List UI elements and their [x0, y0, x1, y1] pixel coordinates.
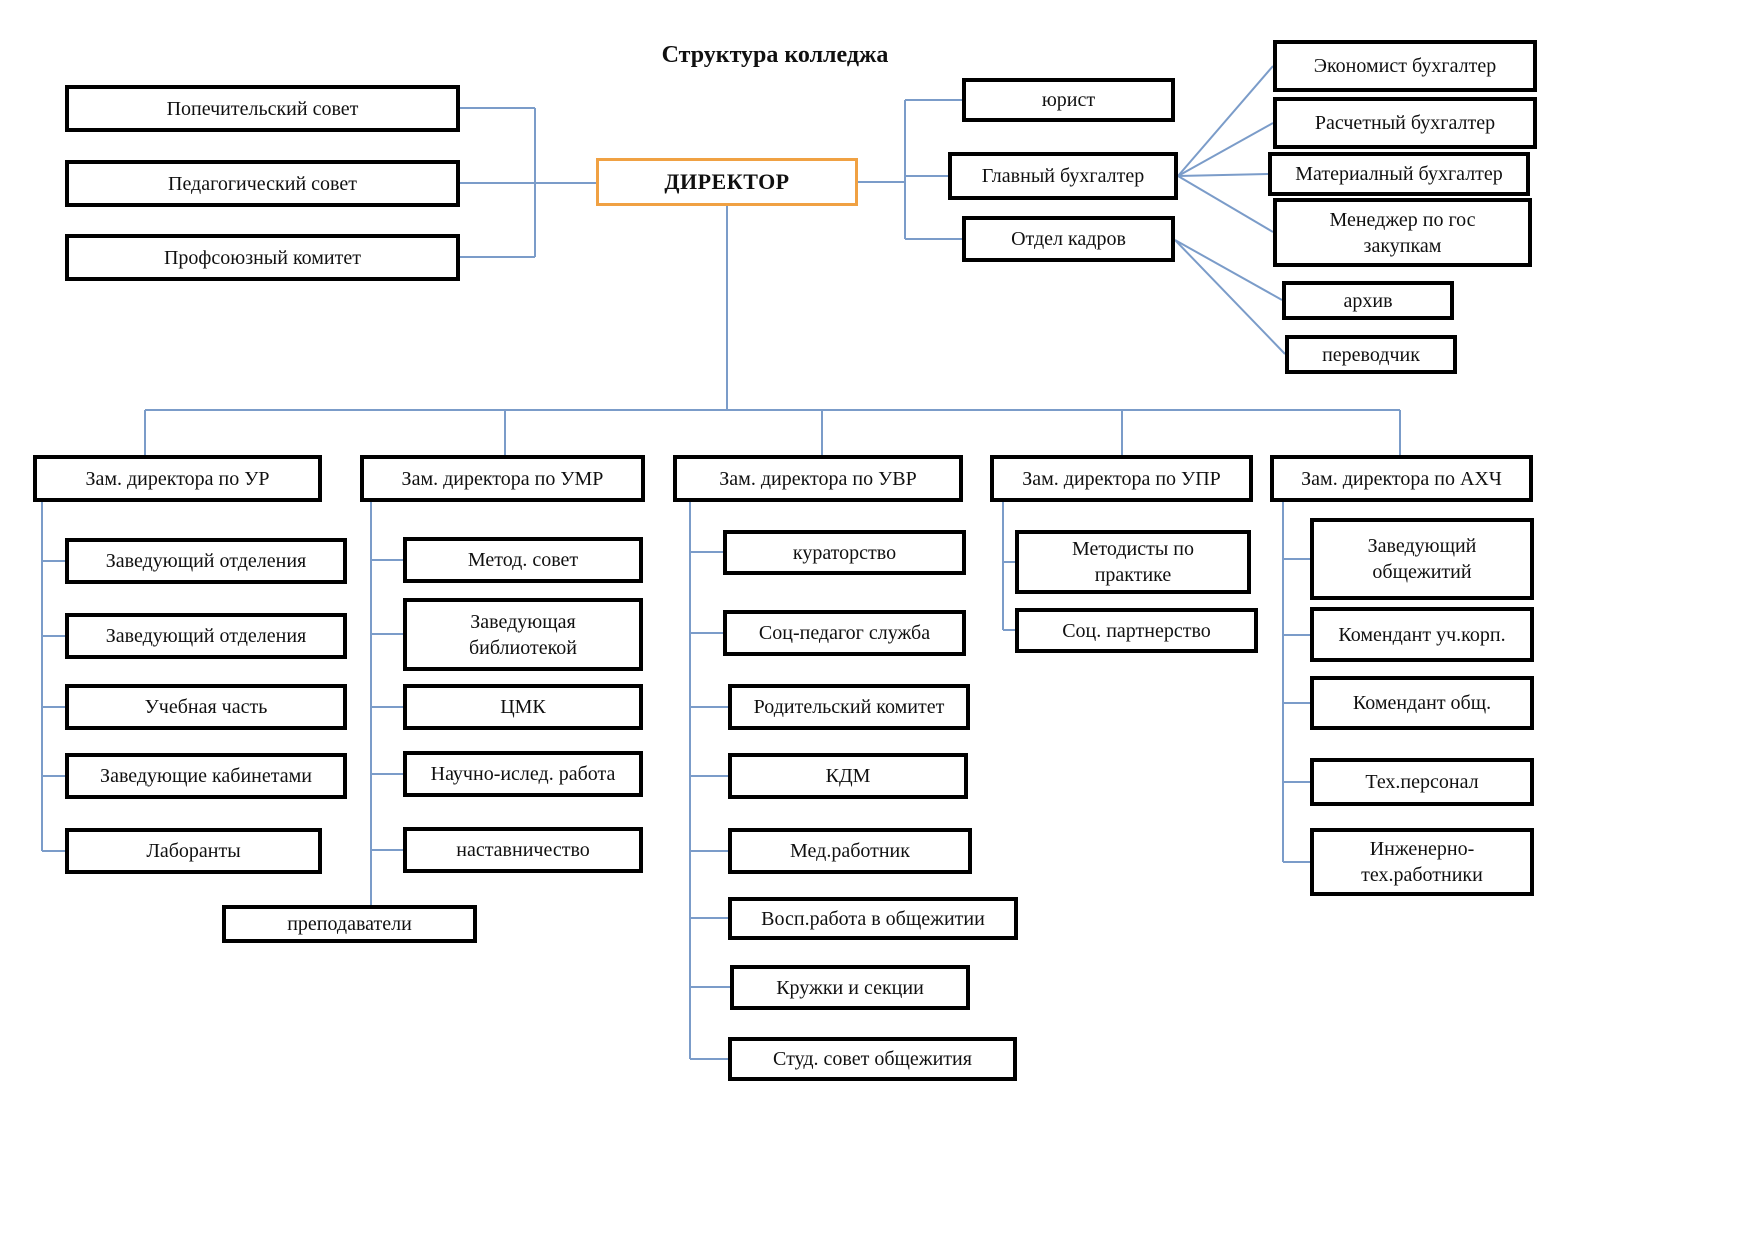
column-ur-connectors — [41, 502, 65, 852]
umr-library-head: Заведующая библиотекой — [403, 598, 643, 671]
umr-method-council: Метод. совет — [403, 537, 643, 583]
uvr-dorm-education-work: Восп.работа в общежитии — [728, 897, 1018, 940]
director-staff-connectors — [858, 99, 962, 240]
ur-study-office: Учебная часть — [65, 684, 347, 730]
councils-connectors — [460, 107, 596, 258]
ur-dept-head-1: Заведующий отделения — [65, 538, 347, 584]
uvr-curatorship: кураторство — [723, 530, 966, 575]
ahch-building-commandant: Комендант уч.корп. — [1310, 607, 1534, 662]
uvr-medical-worker: Мед.работник — [728, 828, 972, 874]
acct-payroll: Расчетный бухгалтер — [1273, 97, 1537, 149]
hr-archive: архив — [1282, 281, 1454, 320]
acct-material: Материалный бухгалтер — [1268, 152, 1530, 196]
column-uvr-connectors — [689, 502, 730, 1060]
uvr-social-pedagog-service: Соц-педагог служба — [723, 610, 966, 656]
umr-teachers: преподаватели — [222, 905, 477, 943]
staff-hr-department: Отдел кадров — [962, 216, 1175, 262]
uvr-dorm-student-council: Студ. совет общежития — [728, 1037, 1017, 1081]
upr-practice-methodists: Методисты по практике — [1015, 530, 1251, 594]
upr-social-partnership: Соц. партнерство — [1015, 608, 1258, 653]
ahch-tech-staff: Тех.персонал — [1310, 758, 1534, 806]
ur-dept-head-2: Заведующий отделения — [65, 613, 347, 659]
hr-translator: переводчик — [1285, 335, 1457, 374]
staff-chief-accountant: Главный бухгалтер — [948, 152, 1178, 200]
staff-lawyer: юрист — [962, 78, 1175, 122]
chart-title: Структура колледжа — [661, 42, 889, 68]
hr-fan-connectors — [1174, 239, 1286, 355]
deputy-umr: Зам. директора по УМР — [360, 455, 645, 502]
deputy-upr: Зам. директора по УПР — [990, 455, 1253, 502]
council-trade-union: Профсоюзный комитет — [65, 234, 460, 281]
deputy-uvr: Зам. директора по УВР — [673, 455, 963, 502]
deputy-ur: Зам. директора по УР — [33, 455, 322, 502]
umr-mentorship: наставничество — [403, 827, 643, 873]
uvr-parents-committee: Родительский комитет — [728, 684, 970, 730]
ahch-dorm-commandant: Комендант общ. — [1310, 676, 1534, 730]
column-umr-connectors — [370, 502, 403, 905]
ahch-dorm-head: Заведующий общежитий — [1310, 518, 1534, 600]
accounting-fan-connectors — [1177, 65, 1274, 233]
umr-cmk: ЦМК — [403, 684, 643, 730]
trunk-connectors — [144, 206, 1401, 455]
column-ahch-connectors — [1282, 502, 1310, 863]
ahch-engineering-staff: Инженерно- тех.работники — [1310, 828, 1534, 896]
council-pedagogical: Педагогический совет — [65, 160, 460, 207]
director-box: ДИРЕКТОР — [596, 158, 858, 206]
ur-lab-assistants: Лаборанты — [65, 828, 322, 874]
uvr-clubs-sections: Кружки и секции — [730, 965, 970, 1010]
acct-procurement-manager: Менеджер по гос закупкам — [1273, 198, 1532, 267]
umr-research-work: Научно-ислед. работа — [403, 751, 643, 797]
uvr-kdm: КДМ — [728, 753, 968, 799]
acct-economist: Экономист бухгалтер — [1273, 40, 1537, 92]
ur-room-managers: Заведующие кабинетами — [65, 753, 347, 799]
deputy-ahch: Зам. директора по АХЧ — [1270, 455, 1533, 502]
column-upr-connectors — [1002, 502, 1015, 631]
council-trustees: Попечительский совет — [65, 85, 460, 132]
